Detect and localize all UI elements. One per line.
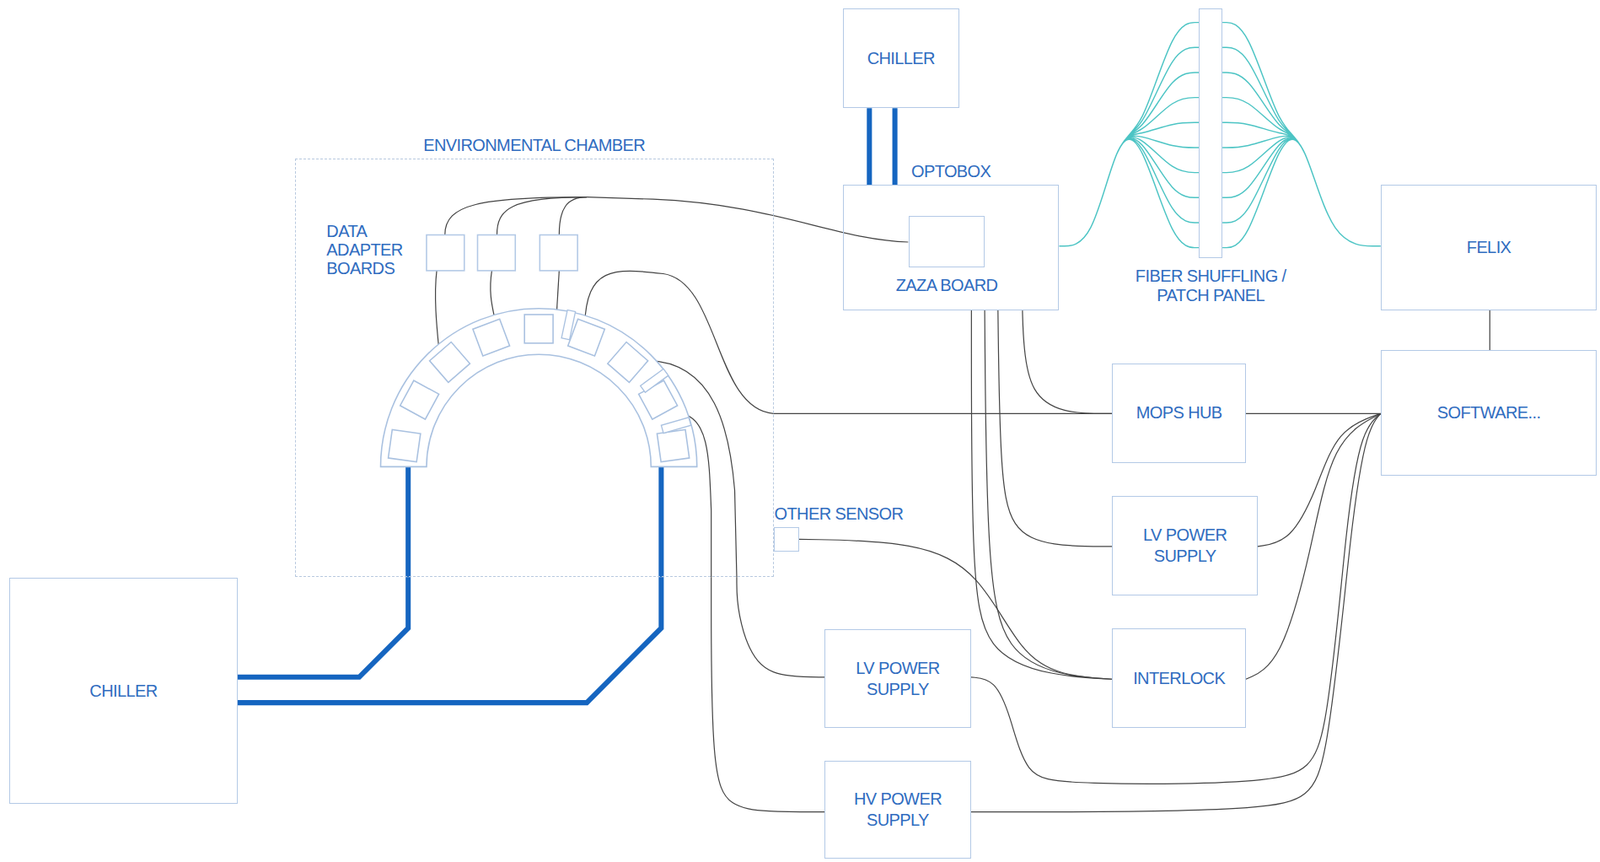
adapter-board [477, 235, 516, 271]
cable [998, 310, 1113, 547]
node-heading: FIBER SHUFFLING / PATCH PANEL [1116, 266, 1305, 306]
power-supply-box: LV POWER SUPPLY [1111, 495, 1258, 595]
detector-module [472, 318, 511, 356]
detector-module [388, 429, 421, 462]
cable [1257, 413, 1381, 546]
felix-box: FELIX [1380, 184, 1598, 311]
cable [971, 413, 1381, 784]
detector-module [607, 341, 649, 382]
adapter-board [426, 235, 465, 271]
detector-module [429, 341, 471, 382]
cable [1022, 310, 1113, 414]
node-label: INTERLOCK [1132, 667, 1225, 689]
mops-hub-box: MOPS HUB [1111, 363, 1246, 462]
cable [773, 413, 1113, 414]
sensor-box: OTHER SENSOR [773, 526, 800, 552]
node-heading: OTHER SENSOR [774, 503, 904, 525]
zaza-board: ZAZA BOARD [908, 215, 985, 268]
adapter-boards [426, 235, 578, 271]
node-heading: OPTOBOX [793, 161, 1110, 183]
adapter-board [539, 235, 578, 271]
optobox-box: OPTOBOXZAZA BOARD [842, 184, 1060, 311]
node-label: FELIX [1466, 236, 1512, 258]
zaza-wire [558, 197, 587, 236]
coolant-pipe [658, 461, 664, 577]
modules [388, 310, 692, 462]
detector-module [400, 380, 440, 419]
cable [1245, 413, 1381, 679]
part-label: DATA ADAPTER BOARDS [326, 221, 421, 278]
chamber-region: ENVIRONMENTAL CHAMBER [295, 158, 774, 577]
cable [971, 413, 1381, 811]
node-label: MOPS HUB [1136, 402, 1223, 424]
detector-ring [381, 308, 698, 468]
cable [1245, 413, 1381, 414]
coolant-pipe [405, 461, 411, 577]
zaza-wire [445, 197, 587, 236]
pipes [408, 461, 661, 577]
cable [1489, 310, 1491, 350]
detector-module [524, 314, 554, 344]
cable [711, 576, 825, 812]
node-label: LV POWER SUPPLY [825, 657, 971, 700]
cable [971, 310, 1112, 679]
node-heading: ENVIRONMENTAL CHAMBER [245, 134, 824, 156]
node-label: SOFTWARE... [1437, 402, 1541, 424]
power-supply-box: LV POWER SUPPLY [824, 628, 972, 728]
node-heading: ZAZA BOARD [896, 274, 999, 296]
detector-module-edge [660, 417, 691, 434]
detector-module-edge [640, 368, 669, 392]
node-label: CHILLER [867, 48, 935, 70]
detector-module [656, 429, 689, 462]
interlock-box: INTERLOCK [1111, 628, 1246, 729]
zaza-wire [586, 197, 908, 242]
node-label: CHILLER [89, 680, 157, 702]
optical-fiber [1058, 22, 1199, 248]
coolant-pipe [869, 107, 895, 185]
software-box: SOFTWARE... [1380, 349, 1598, 476]
detector-module [568, 318, 606, 356]
node-label: LV POWER SUPPLY [1112, 524, 1257, 567]
coolant-pipe [237, 576, 661, 703]
power-supply-box: HV POWER SUPPLY [824, 760, 972, 859]
chiller-box: CHILLER [9, 577, 238, 804]
optical-fiber [1222, 22, 1381, 248]
board-wire [435, 270, 440, 348]
zaza-wire [496, 197, 587, 236]
cable [736, 576, 825, 677]
chiller-box: CHILLER [842, 8, 960, 109]
node-label: HV POWER SUPPLY [825, 788, 971, 831]
detector-module-edge [561, 310, 576, 340]
patch-panel: FIBER SHUFFLING / PATCH PANEL [1198, 8, 1223, 259]
